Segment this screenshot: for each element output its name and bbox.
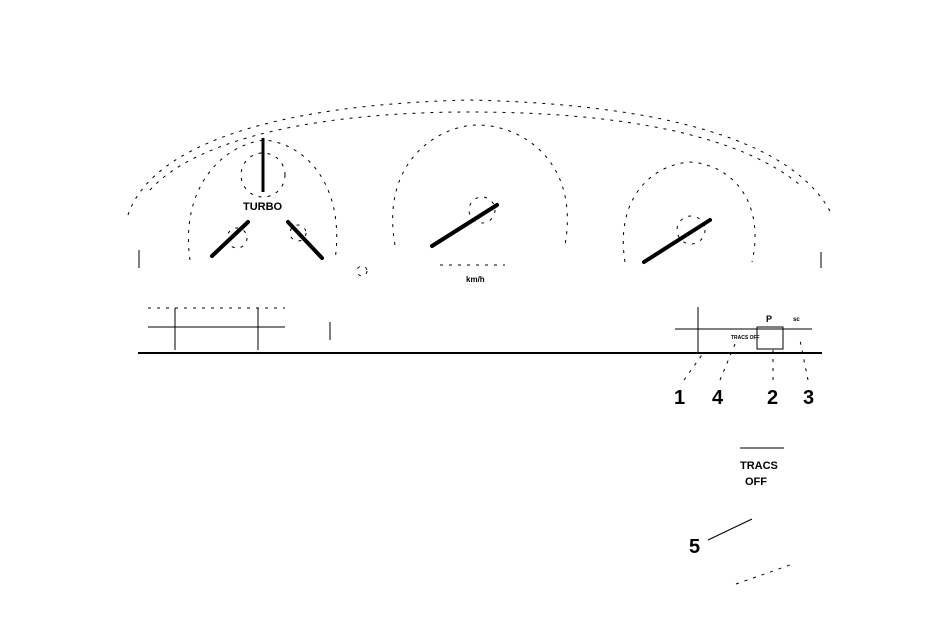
right-gauge-needle (642, 218, 712, 264)
tach-hub (226, 227, 248, 249)
callout-5: 5 (689, 536, 700, 558)
callout-3: 3 (803, 387, 814, 409)
speedometer: km/h (356, 124, 568, 284)
indicator-sc: sc (793, 317, 800, 323)
turbo-gauge: TURBO (188, 138, 338, 261)
temp-needle (286, 220, 324, 260)
leader-5 (707, 518, 753, 541)
cluster-housing-outline (127, 99, 833, 216)
tach-needle (210, 220, 250, 258)
callout-4: 4 (712, 387, 724, 409)
temp-hub (289, 224, 307, 242)
detail-line-1: TRACS (740, 460, 778, 472)
detail-frame-mark (735, 564, 791, 585)
tracs-off-detail: TRACS OFF 5 (689, 447, 791, 585)
right-indicator-panel: P sc TRACS OFF (675, 307, 812, 352)
right-gauge-hub (676, 215, 706, 245)
callout-1: 1 (674, 387, 685, 409)
callout-2: 2 (767, 387, 778, 409)
speedometer-hub (468, 196, 496, 224)
detail-line-2: OFF (745, 476, 767, 488)
leader-4 (719, 343, 736, 381)
turbo-label: TURBO (243, 201, 283, 213)
leader-1 (683, 351, 705, 381)
traction-off-small: TRACS OFF (731, 335, 760, 341)
leader-3 (799, 339, 809, 381)
left-warning-panel (148, 307, 331, 350)
cluster-housing-inner (149, 111, 801, 191)
turbo-dial (240, 152, 286, 198)
speedometer-scale (392, 124, 568, 246)
indicator-p: P (766, 314, 772, 324)
right-gauge (622, 161, 756, 264)
speedometer-needle (430, 203, 499, 248)
turn-signal-icon (356, 265, 368, 277)
speed-unit: km/h (466, 275, 485, 284)
right-gauge-arc (622, 161, 756, 263)
indicator-p-box (756, 326, 784, 350)
